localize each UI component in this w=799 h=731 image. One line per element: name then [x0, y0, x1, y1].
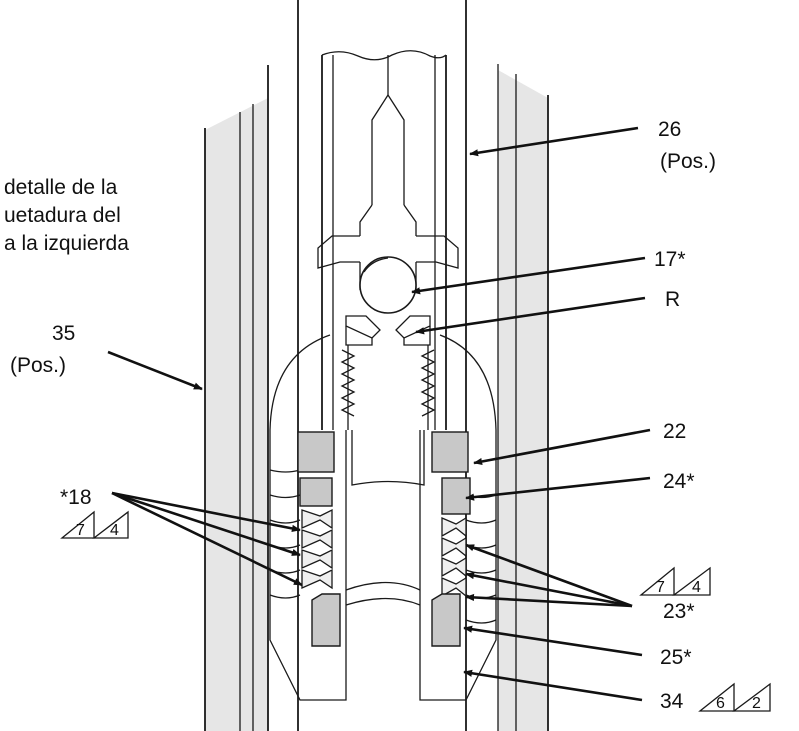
label-25: 25*: [660, 646, 692, 669]
packing-stack-left: [297, 431, 341, 647]
arrow-17: [411, 256, 646, 295]
piston-threads: [340, 345, 436, 486]
arrow-34: [463, 669, 643, 702]
arrow-23a: [465, 543, 633, 608]
arrow-26: [469, 126, 639, 157]
arrow-22: [473, 428, 651, 466]
arrow-25: [463, 625, 643, 657]
label-26: 26: [658, 118, 681, 141]
arrow-23b: [465, 571, 633, 608]
arrow-18c: [111, 491, 303, 587]
displacement-rod: [297, 0, 467, 731]
arrow-35: [107, 350, 203, 391]
arrow-23c: [465, 593, 633, 608]
label-18: *18: [60, 486, 92, 509]
triangle-bottom-6-icon: 6: [698, 682, 735, 712]
label-26-pos: (Pos.): [660, 150, 716, 173]
arrow-18a: [111, 491, 301, 532]
note-line-2: uetadura del: [4, 204, 121, 227]
arrow-R: [415, 296, 646, 335]
ball-seat: [345, 315, 431, 346]
svg-text:4: 4: [110, 522, 119, 539]
label-24: 24*: [663, 470, 695, 493]
note-line-1: detalle de la: [4, 176, 118, 199]
svg-text:7: 7: [76, 522, 85, 539]
leader-arrows: [107, 126, 651, 702]
female-gland-left: [297, 431, 335, 473]
female-gland-right: [431, 431, 469, 473]
label-17: 17*: [654, 248, 686, 271]
label-34: 34: [660, 690, 684, 713]
svg-text:6: 6: [716, 695, 725, 712]
packing-stack-right: [431, 431, 471, 647]
male-gland-left: [299, 477, 333, 507]
triangle-bottom-2-icon: 2: [732, 682, 771, 712]
outer-cylinder: [204, 64, 549, 731]
warning-triangles: 7 4 7 4 6 2: [60, 510, 771, 712]
triangle-left-4-icon: 4: [92, 510, 129, 539]
triangle-right-7-icon: 7: [639, 566, 675, 596]
callout-labels: 26 (Pos.) 17* R 35 (Pos.) 22 24* *18 23*…: [10, 118, 716, 713]
check-ball: [359, 256, 417, 314]
arrow-24: [465, 476, 651, 501]
note-line-3: a la izquierda: [4, 232, 129, 255]
male-gland-right: [441, 477, 471, 515]
svg-text:2: 2: [752, 695, 761, 712]
label-23: 23*: [663, 600, 695, 623]
note-text: detalle de la uetadura del a la izquierd…: [4, 176, 129, 255]
label-22: 22: [663, 420, 686, 443]
label-35-pos: (Pos.): [10, 354, 66, 377]
label-R: R: [665, 288, 680, 311]
svg-text:7: 7: [656, 579, 665, 596]
arrow-18b: [111, 491, 301, 557]
triangle-left-7-icon: 7: [60, 510, 95, 539]
svg-text:4: 4: [692, 579, 701, 596]
label-35: 35: [52, 322, 75, 345]
triangle-right-4-icon: 4: [672, 566, 711, 596]
